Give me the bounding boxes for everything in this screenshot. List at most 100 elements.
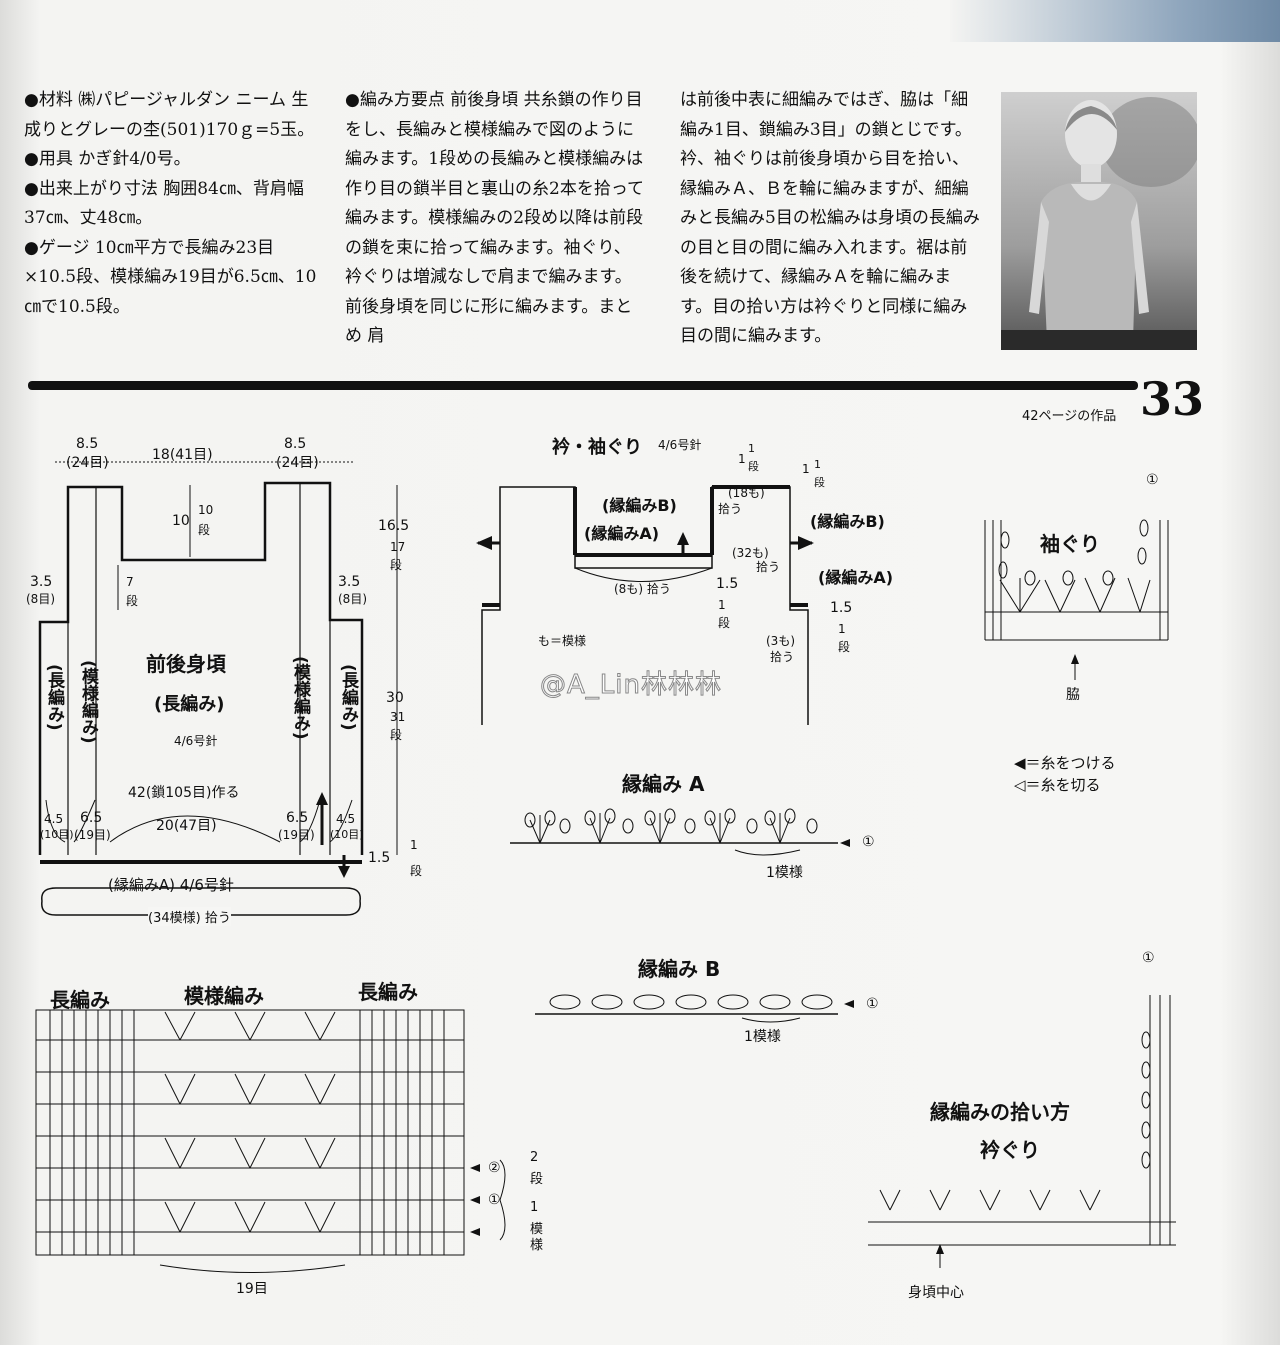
collar-edge-b: (縁編みB) (602, 496, 677, 515)
legend-attach: ◀＝糸をつける (1014, 754, 1116, 772)
dim-bottom-3: 6.5 (286, 810, 309, 826)
model-photo (1001, 92, 1197, 350)
page-edge-strip (950, 0, 1280, 42)
sleeve-top-rows: 1 (814, 458, 821, 471)
instructions-column: ●編み方要点 前後身頃 共糸鎖の作り目をし、長編みと模様編みで図のように編みます… (345, 86, 645, 352)
dim-neck-dec-unit: 段 (126, 594, 139, 608)
stitch-count: 19目 (236, 1281, 268, 1297)
sleeve-dim-unit: 段 (838, 640, 851, 654)
dim-bottom-4-sts: (10目) (330, 828, 364, 841)
collar-pickup-8: (8も) 拾う (614, 582, 671, 596)
body-needle: 4/6号針 (174, 734, 218, 748)
stitch-side-1: 1 (530, 1200, 539, 1215)
dim-shoulder-right-sts: (24目) (276, 455, 319, 471)
dim-armhole-depth: 16.5 (378, 518, 410, 534)
collar-dim-unit: 段 (718, 616, 731, 630)
dim-neck-rows: 10 (198, 503, 214, 517)
dim-armhole-left-sts: (8目) (26, 592, 55, 606)
sleeve-chart-title: 袖ぐり (1040, 532, 1100, 556)
dim-bottom-2-sts: (19目) (74, 828, 111, 842)
dim-neck-unit: 段 (198, 523, 211, 537)
sleeve-chart-marker: ① (1146, 472, 1159, 488)
dim-shoulder-left: 8.5 (76, 436, 99, 452)
sleeve-edge-a: (縁編みA) (818, 568, 894, 587)
dim-body-unit: 段 (390, 728, 403, 742)
sleeve-dim-rows: 1 (838, 622, 846, 636)
collar-pickup-18: (18も) (728, 486, 765, 500)
collar-edge-a: (縁編みA) (584, 524, 660, 543)
stitch-label-pattern: 模様編み (184, 984, 264, 1008)
materials: ●材料 ㈱パピージャルダン ニーム 生成りとグレーの杢(501)170ｇ=5玉。 (24, 90, 315, 140)
collar-pickup-18-unit: 拾う (718, 502, 743, 516)
dim-armhole-rows: 17 (390, 540, 406, 554)
tools: ●用具 かぎ針4/0号。 (24, 149, 191, 169)
edge-a-marker: ① (862, 834, 875, 850)
sleeve-dim-1-5: 1.5 (830, 600, 853, 616)
collar-top-dim: 1 (738, 452, 746, 466)
col-label-4: (長編み) (338, 664, 358, 731)
pickup-center: 身頃中心 (908, 1285, 964, 1301)
dim-bottom-3-sts: (19目) (278, 828, 315, 842)
pickup-title: 縁編みの拾い方 (930, 1100, 1070, 1124)
dim-neck-width: 18(41目) (152, 447, 213, 463)
stitch-marker-2: ② (488, 1160, 501, 1176)
stitch-label-dc-right: 長編み (358, 980, 418, 1004)
body-subtitle: (長編み) (154, 694, 225, 715)
section-rule (28, 381, 1138, 390)
dim-armhole-unit: 段 (390, 558, 403, 572)
collar-dim-1-5: 1.5 (716, 576, 739, 592)
instructions-column-2: は前後中表に細編みではぎ、脇は「細編み1目、鎖編み3目」の鎖とじです。衿、袖ぐり… (680, 86, 980, 352)
pattern-note: も＝模様 (538, 634, 587, 648)
col-label-3: (模様編み) (290, 656, 310, 740)
pickup-subtitle: 衿ぐり (980, 1138, 1040, 1162)
stitch-side-yo: 様 (530, 1238, 544, 1253)
sleeve-chart-side: 脇 (1066, 687, 1080, 703)
stitch-side-unit: 段 (530, 1172, 544, 1187)
edge-b-title: 縁編み B (638, 957, 721, 981)
stitch-label-dc-left: 長編み (50, 988, 110, 1012)
dim-neck-dec: 7 (126, 575, 134, 589)
edge-a-repeat: 1模様 (766, 865, 803, 881)
dim-edge-unit: 段 (410, 864, 423, 878)
collar-title: 衿・袖ぐり (552, 437, 642, 458)
instructions-2: は前後中表に細編みではぎ、脇は「細編み1目、鎖編み3目」の鎖とじです。衿、袖ぐり… (680, 90, 980, 346)
dim-edge-rows: 1 (410, 838, 418, 852)
edge-b-repeat: 1模様 (744, 1029, 781, 1045)
collar-top-unit: 段 (748, 460, 759, 473)
dim-neck-depth: 10 (172, 513, 190, 529)
watermark: @A_Lin林林林 (540, 670, 722, 701)
dim-body-length: 30 (386, 690, 404, 706)
sleeve-pickup-32: (32も) (732, 546, 769, 560)
sleeve-top-dim: 1 (802, 462, 810, 476)
sleeve-pickup-3: (3も) (766, 634, 795, 648)
page-reference: 42ページの作品 (1022, 409, 1117, 424)
collar-needle: 4/6号針 (658, 438, 702, 452)
legend-cut: ◁＝糸を切る (1014, 776, 1101, 794)
collar-dim-rows: 1 (718, 598, 726, 612)
dim-armhole-right-sts: (8目) (338, 592, 367, 606)
sleeve-pickup-3-unit: 拾う (770, 650, 795, 664)
dim-edge-depth: 1.5 (368, 850, 391, 866)
sleeve-top-unit: 段 (814, 476, 825, 489)
dim-bottom-4: 4.5 (336, 812, 356, 826)
edge-b-marker: ① (866, 996, 879, 1012)
dim-bottom-2: 6.5 (80, 810, 103, 826)
collar-top-rows: 1 (748, 442, 755, 455)
chain-cast-on: 42(鎖105目)作る (128, 785, 240, 801)
col-label-2: (模様編み) (78, 660, 98, 744)
body-title: 前後身頃 (146, 652, 226, 676)
materials-column: ●材料 ㈱パピージャルダン ニーム 生成りとグレーの杢(501)170ｇ=5玉。… (24, 86, 320, 322)
finished-size: ●出来上がり寸法 胸囲84㎝、背肩幅37㎝、丈48㎝。 (24, 178, 304, 229)
sleeve-edge-b: (縁編みB) (810, 512, 885, 531)
stitch-marker-1: ① (488, 1192, 501, 1208)
edge-label: (縁編みA) 4/6号針 (108, 876, 234, 894)
dim-armhole-left: 3.5 (30, 574, 53, 590)
stitch-side-mo: 模 (530, 1222, 544, 1237)
sleeve-pickup-32-unit: 拾う (756, 560, 781, 574)
dim-body-rows: 31 (390, 710, 406, 724)
dim-bottom-center: 20(47目) (156, 818, 217, 834)
instructions-1: ●編み方要点 前後身頃 共糸鎖の作り目をし、長編みと模様編みで図のように編みます… (345, 90, 644, 346)
model-figure (1001, 97, 1197, 350)
dim-shoulder-right: 8.5 (284, 436, 307, 452)
